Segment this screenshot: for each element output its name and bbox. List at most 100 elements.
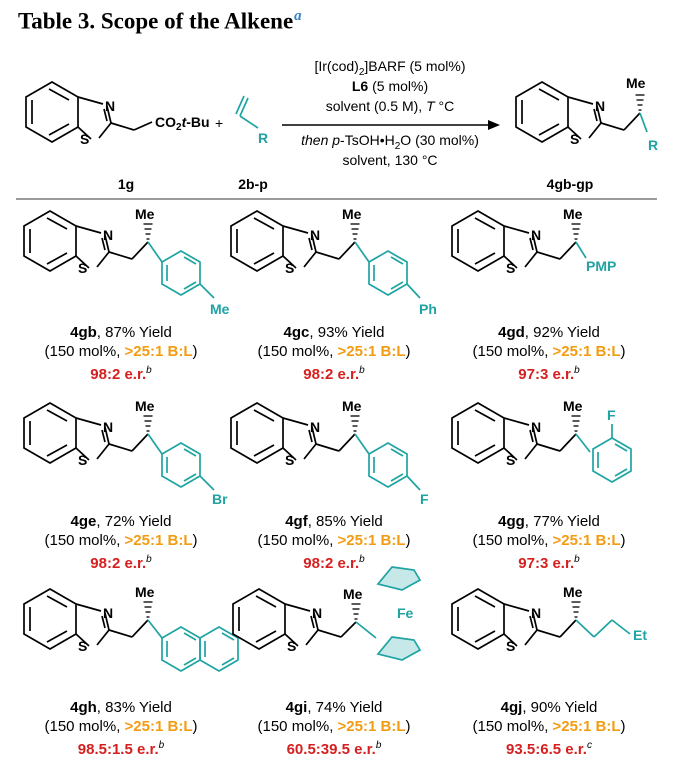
bond xyxy=(559,433,577,452)
bond xyxy=(338,241,356,260)
bl-ratio: >25:1 B:L xyxy=(337,532,406,549)
bl-ratio: >25:1 B:L xyxy=(337,718,406,735)
bl-ratio: >25:1 B:L xyxy=(124,532,193,549)
aryl-ring xyxy=(161,442,201,488)
er-value: 60.5:39.5 e.r. xyxy=(286,741,376,758)
cond-text: (150 mol%, xyxy=(472,532,553,549)
methyl-label: Me xyxy=(135,398,155,414)
atom-s: S xyxy=(285,452,294,468)
atom-n: N xyxy=(103,605,113,621)
methyl-label: Me xyxy=(135,206,155,222)
para-bromo: Br xyxy=(212,491,228,507)
entry-cond-line: (150 mol%, >25:1 B:L) xyxy=(442,342,656,361)
footnote: b xyxy=(359,365,365,376)
atom-n: N xyxy=(105,98,115,114)
ligand-label: L6 xyxy=(351,78,369,94)
entry-cond-line: (150 mol%, >25:1 B:L) xyxy=(227,531,441,550)
cond-text: (150 mol%, xyxy=(472,343,553,360)
bl-ratio: >25:1 B:L xyxy=(337,343,406,360)
entry-4gh: 4gh, 83% Yield (150 mol%, >25:1 B:L) 98.… xyxy=(14,698,228,759)
bond xyxy=(199,475,215,491)
bond xyxy=(575,241,587,259)
bond xyxy=(199,283,215,299)
yield-text: , 83% Yield xyxy=(96,699,172,716)
entry-4gi: 4gi, 74% Yield (150 mol%, >25:1 B:L) 60.… xyxy=(227,698,441,759)
cond-text: (150 mol%, xyxy=(257,532,338,549)
compound-id: 4gc xyxy=(283,324,310,341)
methyl-label: Me xyxy=(342,398,362,414)
alkene-label: 2b-p xyxy=(238,176,268,192)
stereo-hatch xyxy=(350,603,362,620)
stereo-hatch xyxy=(349,415,361,432)
ethyl-group: Et xyxy=(633,627,647,643)
entry-cond-line: (150 mol%, >25:1 B:L) xyxy=(14,717,228,736)
entry-yield-line: 4gf, 85% Yield xyxy=(227,512,441,531)
entry-yield-line: 4gi, 74% Yield xyxy=(227,698,441,717)
pmp-group: PMP xyxy=(586,258,616,274)
methyl-label: Me xyxy=(135,584,155,600)
bond xyxy=(575,433,591,453)
entry-yield-line: 4gd, 92% Yield xyxy=(442,323,656,342)
yield-text: , 87% Yield xyxy=(96,324,172,341)
condition-acid: then p-TsOH•H2O (30 mol%) xyxy=(275,130,505,157)
atom-s: S xyxy=(78,260,87,276)
footnote: b xyxy=(146,365,152,376)
methyl-label: Me xyxy=(563,584,583,600)
compound-id: 4ge xyxy=(70,513,97,530)
compound-id: 4gg xyxy=(498,513,525,530)
cond-text: (150 mol%, xyxy=(44,343,125,360)
entry-yield-line: 4ge, 72% Yield xyxy=(14,512,228,531)
bond xyxy=(406,283,421,299)
cond-text: -TsOH•H xyxy=(340,132,395,148)
er-value: 98:2 e.r. xyxy=(90,366,147,383)
condition-ligand: L6 (5 mol%) xyxy=(275,76,505,96)
condition-catalyst: [Ir(cod)2]BARF (5 mol%) xyxy=(275,56,505,83)
bond xyxy=(354,241,370,263)
entry-cond-line: (150 mol%, >25:1 B:L) xyxy=(227,717,441,736)
cond-then: then p xyxy=(301,132,341,148)
cond-text: (5 mol%) xyxy=(368,78,429,94)
cond-text: °C xyxy=(434,98,455,114)
footnote: b xyxy=(359,554,365,565)
footnote: b xyxy=(158,740,165,751)
footnote: b xyxy=(375,740,382,751)
entry-cond-line: (150 mol%, >25:1 B:L) xyxy=(14,342,228,361)
atom-s: S xyxy=(78,638,87,654)
er-value: 97:3 e.r. xyxy=(518,366,575,383)
aryl-ring xyxy=(161,250,201,296)
entry-er-line: 93.5:6.5 e.r.c xyxy=(442,736,656,759)
paren-close: ) xyxy=(620,532,626,549)
stereo-hatch xyxy=(349,223,361,240)
yield-text: , 90% Yield xyxy=(522,699,598,716)
compound-id: 4gi xyxy=(285,699,308,716)
cond-sub: 2 xyxy=(358,66,365,78)
atom-s: S xyxy=(570,131,579,147)
title-footnote: a xyxy=(294,8,302,24)
entry-er-line: 97:3 e.r.b xyxy=(442,550,656,573)
methyl-label: Me xyxy=(626,75,646,91)
atom-n: N xyxy=(103,227,113,243)
methyl-label: Me xyxy=(563,398,583,414)
entry-er-line: 97:3 e.r.b xyxy=(442,361,656,384)
cond-text: O (30 mol%) xyxy=(400,132,479,148)
arrow-head xyxy=(488,120,500,130)
alkene-r: R xyxy=(258,130,268,146)
table-title: Table 3. Scope of the Alkenea xyxy=(18,8,302,35)
er-value: 97:3 e.r. xyxy=(518,555,575,572)
entry-yield-line: 4gg, 77% Yield xyxy=(442,512,656,531)
iron-atom: Fe xyxy=(397,605,414,621)
atom-n: N xyxy=(531,227,541,243)
paren-close: ) xyxy=(192,532,198,549)
yield-text: , 92% Yield xyxy=(524,324,600,341)
product-label: 4gb-gp xyxy=(547,176,594,192)
entry-yield-line: 4gc, 93% Yield xyxy=(227,323,441,342)
bond xyxy=(338,433,356,452)
entry-4gg: 4gg, 77% Yield (150 mol%, >25:1 B:L) 97:… xyxy=(442,512,656,573)
compound-id: 4gj xyxy=(500,699,523,716)
er-value: 98:2 e.r. xyxy=(303,366,360,383)
bond xyxy=(559,241,577,260)
atom-s: S xyxy=(506,260,515,276)
para-fluoro: F xyxy=(420,491,429,507)
entry-yield-line: 4gh, 83% Yield xyxy=(14,698,228,717)
footnote: b xyxy=(146,554,152,565)
